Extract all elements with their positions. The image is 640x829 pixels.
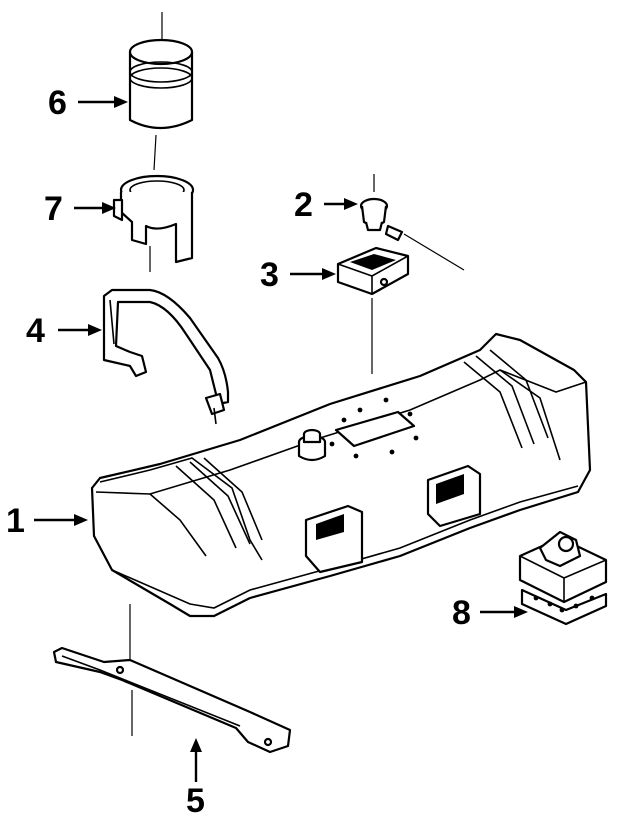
callout-6: 6	[48, 84, 67, 122]
callout-7: 7	[44, 190, 63, 228]
callout-arrows	[34, 96, 528, 782]
part-5-strap[interactable]	[52, 604, 292, 754]
part-1-tank[interactable]	[90, 332, 592, 618]
callout-3: 3	[260, 256, 279, 294]
part-7-ring-bracket[interactable]	[112, 174, 195, 272]
callout-5: 5	[186, 782, 205, 820]
part-3-block[interactable]	[336, 246, 410, 374]
part-8-mount[interactable]	[518, 530, 608, 626]
callout-8: 8	[452, 594, 471, 632]
callout-2: 2	[294, 186, 313, 224]
part-2-cap[interactable]	[359, 174, 465, 271]
callout-4: 4	[26, 312, 45, 350]
callout-1: 1	[6, 502, 25, 540]
callout-labels: 6 7 4 2 3 1 8 5	[6, 84, 471, 820]
part-6-cylinder[interactable]	[128, 12, 194, 171]
part-4-strap[interactable]	[102, 288, 230, 425]
